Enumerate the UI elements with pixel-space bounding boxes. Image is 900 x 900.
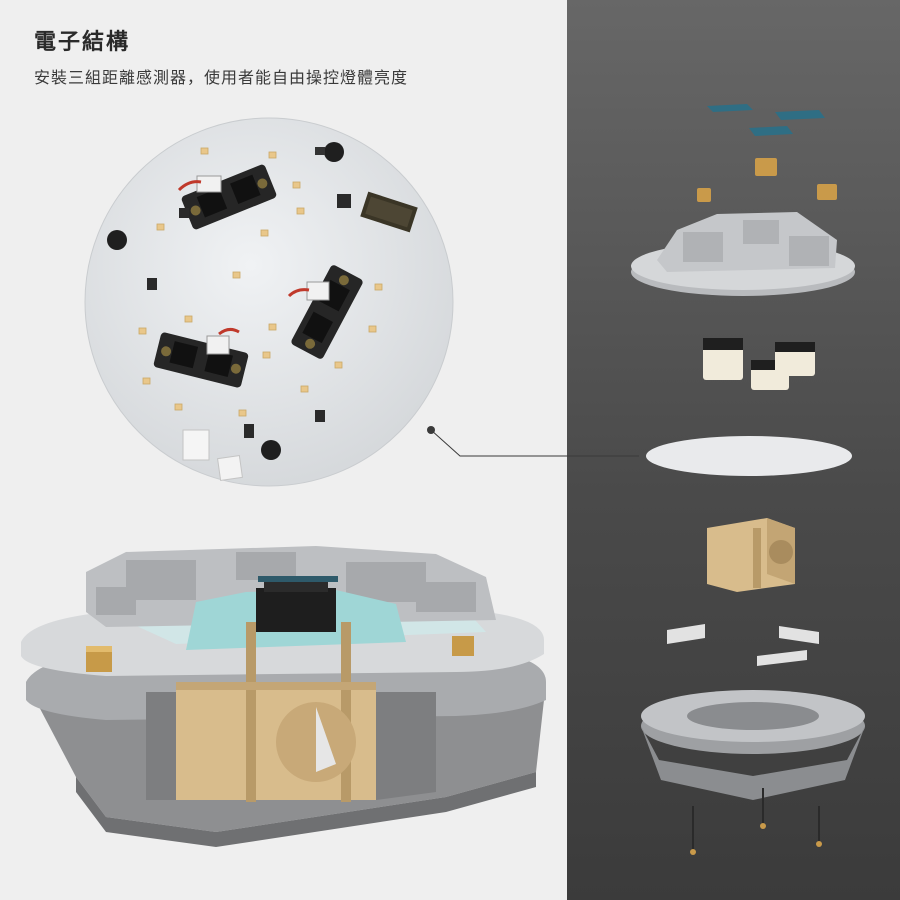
wood-core [176, 622, 376, 802]
brass-insert [86, 650, 112, 672]
mount-hole [324, 142, 344, 162]
pcb-board-photo [84, 117, 454, 487]
distance-sensor [153, 332, 249, 388]
chip [244, 424, 254, 438]
screws [692, 788, 820, 850]
side-tabs [667, 624, 819, 666]
exploded-view [631, 104, 865, 855]
pcb-disc [84, 117, 454, 487]
sensor-modules [703, 338, 815, 390]
brass-inserts [697, 158, 837, 202]
sensor-connector [306, 281, 330, 301]
chip [337, 194, 351, 208]
led-array [138, 147, 383, 417]
tape-label [182, 429, 210, 461]
mount-hole [107, 230, 127, 250]
diffuser-disc [646, 436, 852, 476]
chip [147, 278, 157, 290]
wood-core-box [707, 518, 795, 592]
page-subtitle: 安裝三組距離感測器，使用者能自由操控燈體亮度 [34, 68, 409, 87]
chip [315, 410, 325, 422]
chip [315, 147, 325, 155]
pcb-carrier-plate [631, 212, 855, 296]
page-title: 電子結構 [34, 30, 131, 55]
distance-sensor [181, 164, 277, 230]
tape-label [217, 455, 243, 481]
film-strips [707, 104, 825, 136]
mount-hole [261, 440, 281, 460]
section-view [21, 546, 546, 847]
sensor-connector [206, 335, 230, 355]
base-ring [641, 690, 865, 800]
brass-insert [452, 636, 474, 656]
sensor-connector [196, 175, 222, 193]
controller-module [360, 191, 418, 233]
section-sensor [256, 588, 336, 632]
chip [179, 208, 189, 218]
leader-line [427, 426, 639, 457]
